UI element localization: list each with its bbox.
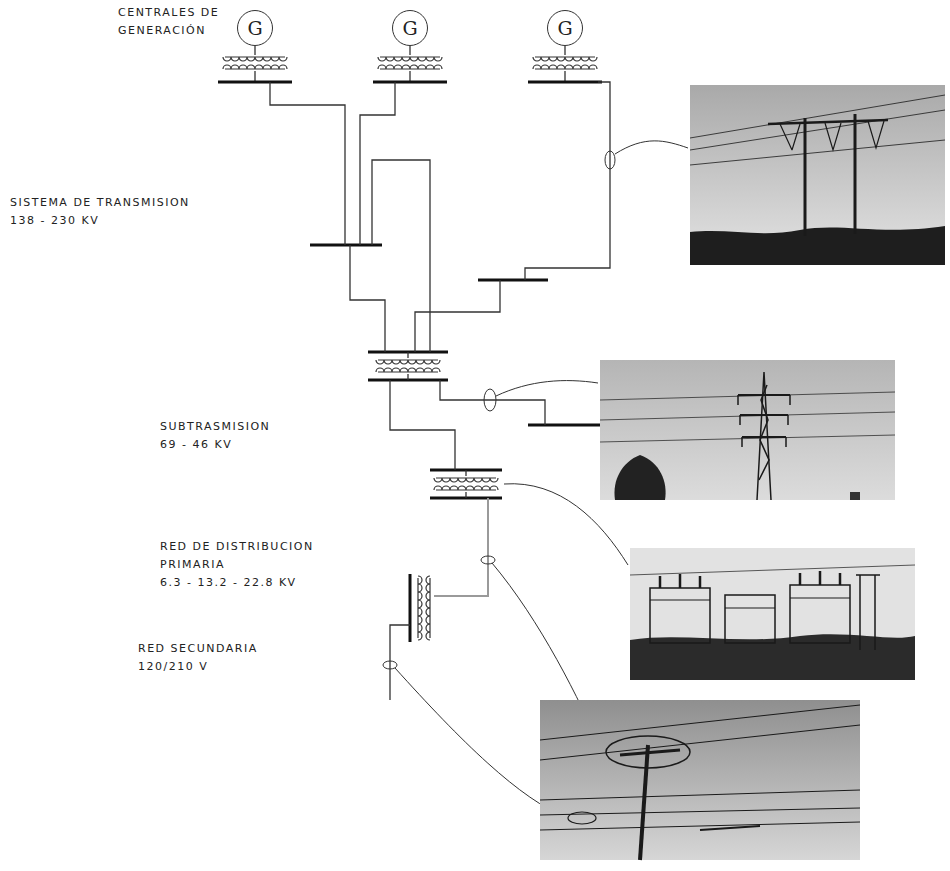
photo-distribution-pole [540,700,860,860]
section-label: RED DE DISTRIBUCION PRIMARIA [160,538,350,574]
generator-letter: G [247,19,262,38]
photo-subtransmission [600,360,895,500]
section-label: SISTEMA DE TRANSMISION [10,194,190,212]
callout-ellipses [383,151,615,669]
transformer-symbol [533,57,597,69]
section-label: SUBTRASMISION [160,418,270,436]
section-label: RED SECUNDARIA [138,640,258,658]
section-label: 120/210 V [138,658,208,676]
generator-circle: G [392,10,428,46]
subtransmission-lines [390,380,545,470]
transformer-symbol [378,57,442,69]
section-label: 138 - 230 KV [10,212,99,230]
primary-feeder [434,498,488,596]
generator-circle: G [547,10,583,46]
photo-transmission [690,85,945,265]
generator-wires [255,46,565,82]
photo-substation [630,548,915,680]
transformer-symbol [434,478,498,490]
generator-letter: G [402,19,417,38]
bus-bars [218,82,602,642]
transformer-symbol [376,360,440,372]
transformer-symbol [418,576,430,640]
generator-letter: G [557,19,572,38]
transmission-lines [270,82,610,352]
secondary-line [390,625,410,700]
transformer-symbol [223,57,287,69]
section-label: CENTRALES DE GENERACIÓN [118,4,236,40]
generator-circle: G [237,10,273,46]
section-label: 6.3 - 13.2 - 22.8 KV [160,574,297,592]
section-label: 69 - 46 KV [160,436,232,454]
